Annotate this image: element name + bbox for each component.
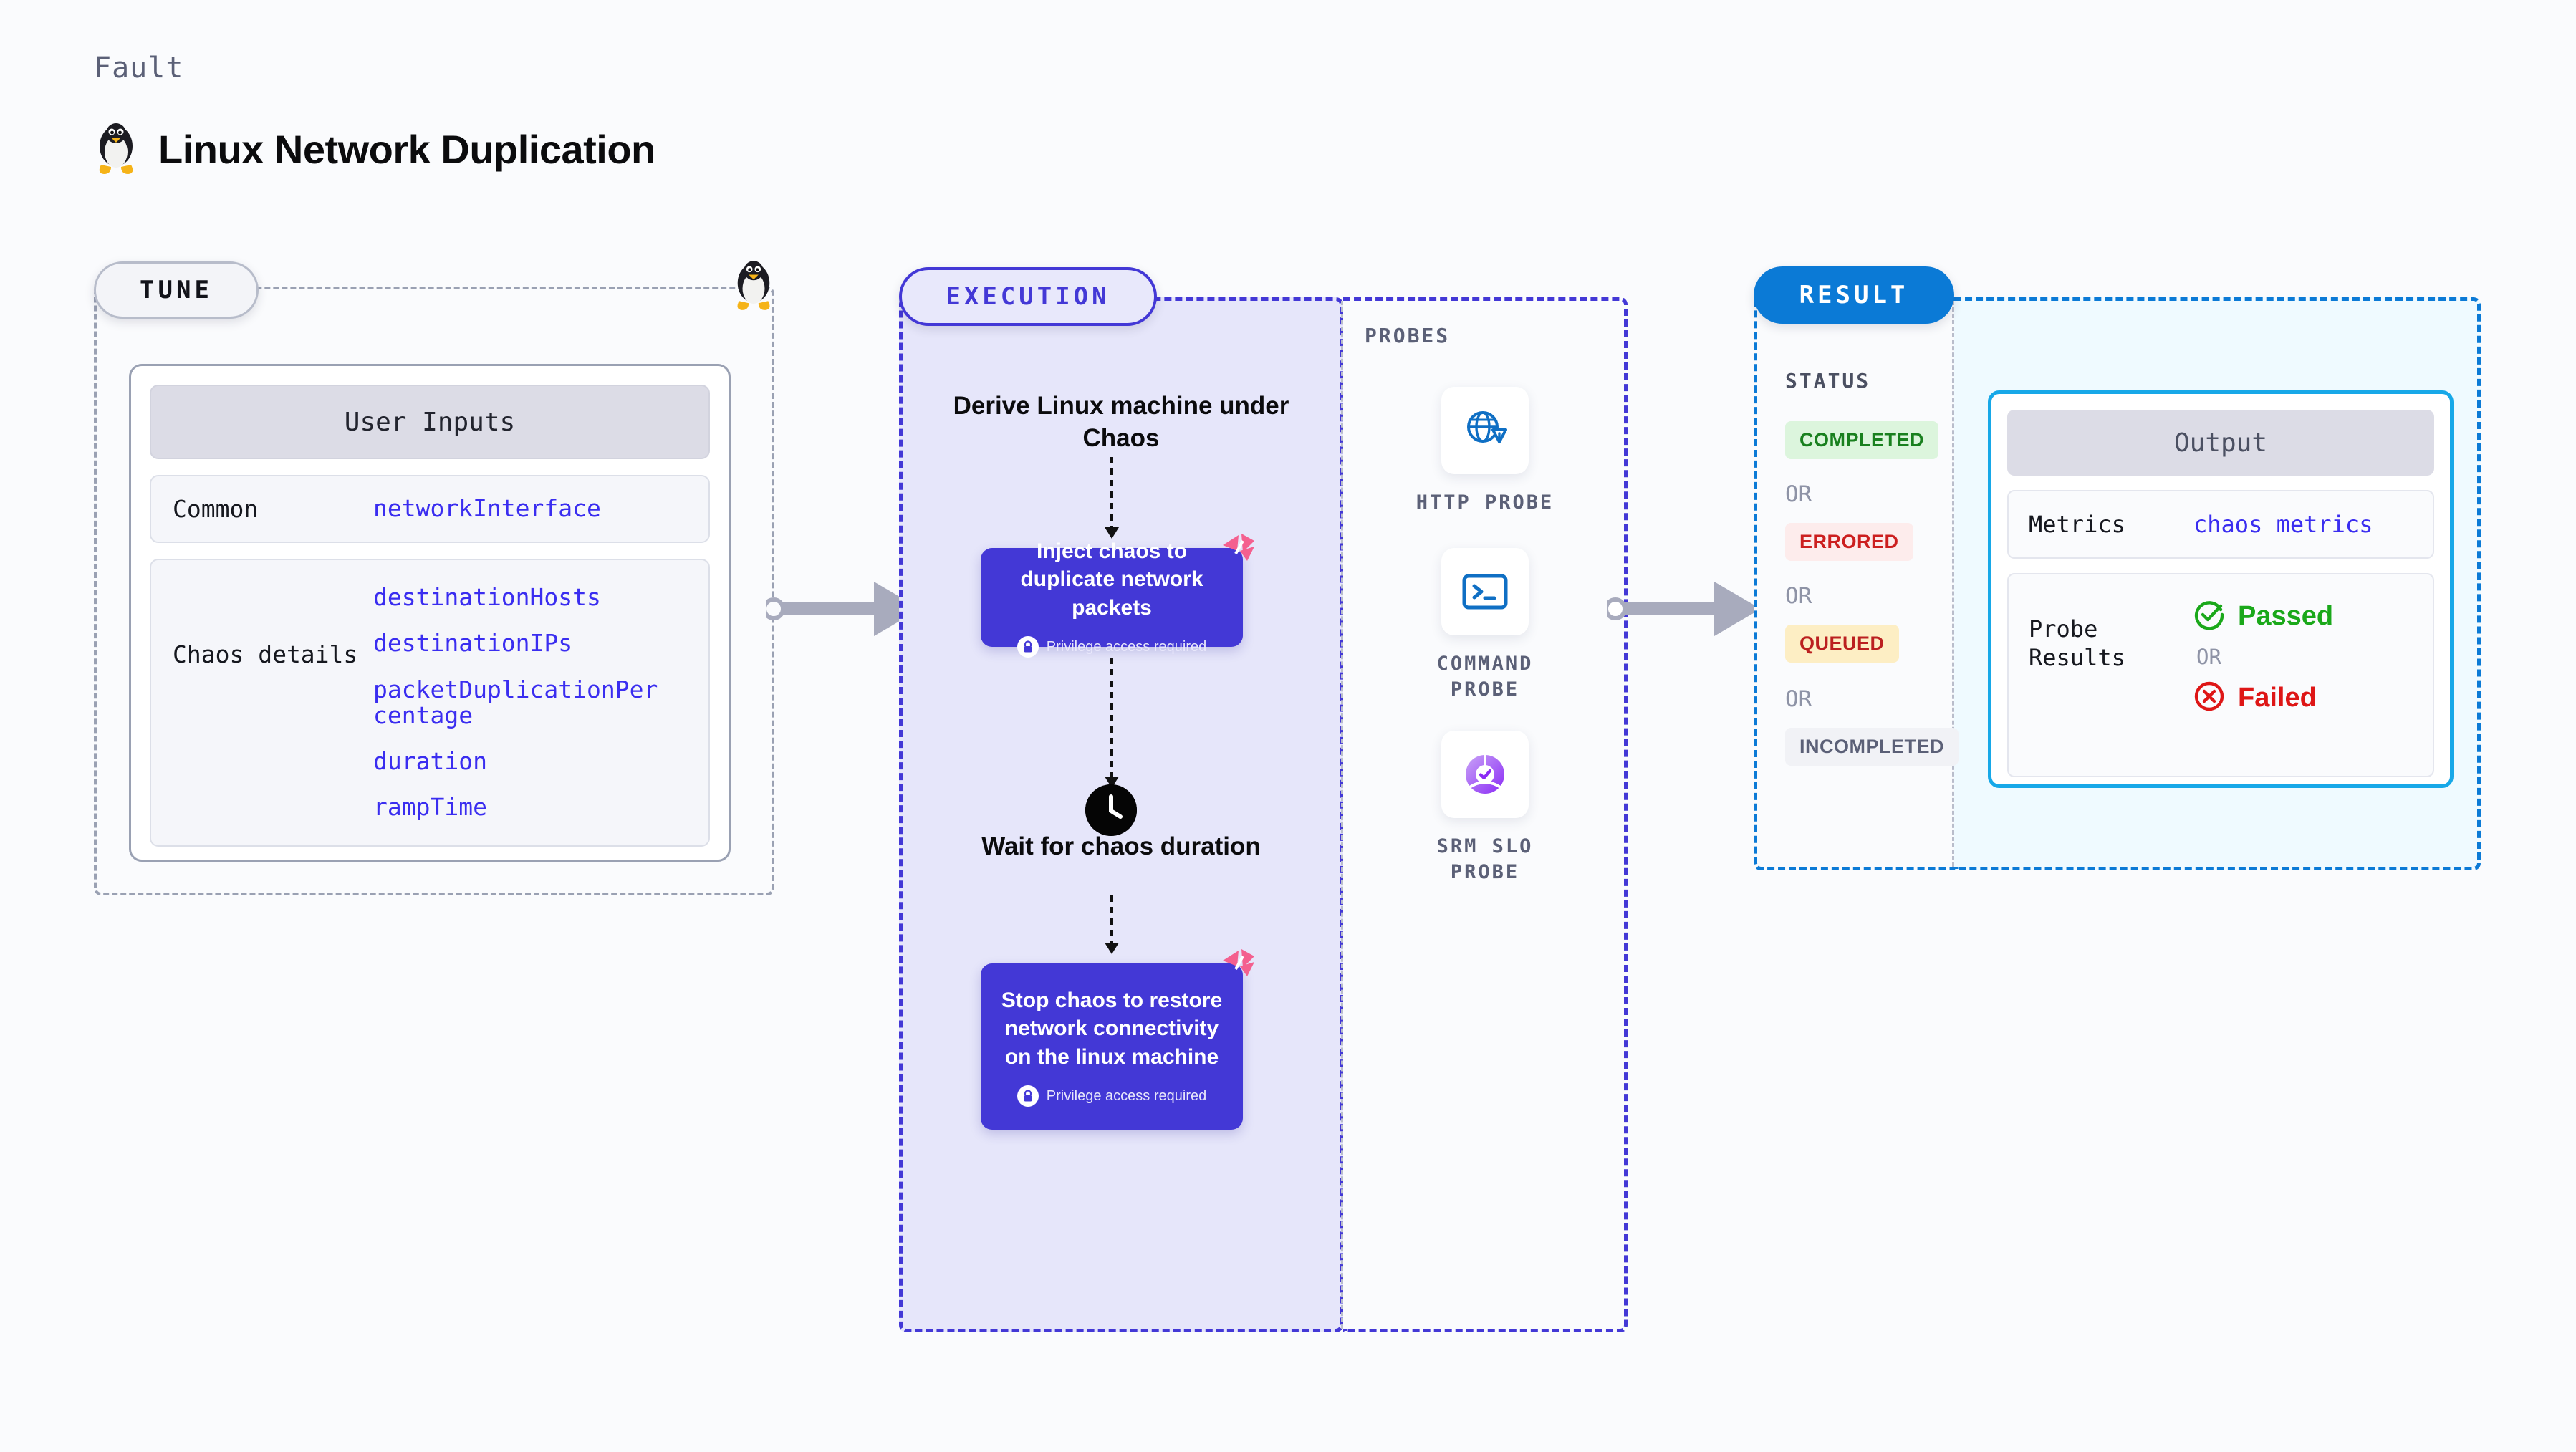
tune-row-common: Common networkInterface <box>150 475 710 543</box>
clock-icon <box>1085 784 1137 836</box>
tune-row-key: Chaos details <box>173 640 358 668</box>
probe-result-failed: Failed <box>2193 681 2333 715</box>
inject-chaos-box[interactable]: Inject chaos to duplicate network packet… <box>981 534 1254 658</box>
probe-http[interactable]: HTTP PROBE <box>1395 387 1575 516</box>
or-separator: OR <box>1785 481 1812 507</box>
privilege-note: Privilege access required <box>1017 1085 1206 1107</box>
tune-param[interactable]: rampTime <box>373 793 487 822</box>
probe-command[interactable]: COMMAND PROBE <box>1395 548 1575 703</box>
passed-label: Passed <box>2238 600 2334 631</box>
tune-param[interactable]: destinationHosts <box>373 583 601 611</box>
status-badge-errored: ERRORED <box>1785 523 1913 561</box>
output-row-metrics: Metrics chaos metrics <box>2007 490 2434 559</box>
derive-step-title: Derive Linux machine under Chaos <box>953 392 1289 452</box>
probe-label: SRM SLO PROBE <box>1436 835 1534 884</box>
output-row-probe-results: Probe Results Passed OR <box>2007 573 2434 777</box>
output-row-key: Probe Results <box>2029 615 2125 671</box>
terminal-icon <box>1441 548 1529 635</box>
tune-param[interactable]: duration <box>373 747 487 776</box>
page-title: Linux Network Duplication <box>94 122 655 176</box>
stop-chaos-box[interactable]: Stop chaos to restore network connectivi… <box>981 949 1254 1130</box>
status-badge-incompleted: INCOMPLETED <box>1785 728 1959 766</box>
or-separator: OR <box>1785 583 1812 609</box>
probe-srm-slo[interactable]: SRM SLO PROBE <box>1395 731 1575 886</box>
status-badge-queued: QUEUED <box>1785 625 1899 663</box>
inject-chaos-text: Inject chaos to duplicate network packet… <box>1020 539 1203 620</box>
probe-result-passed: Passed <box>2193 599 2333 633</box>
status-badge-completed: COMPLETED <box>1785 421 1939 459</box>
status-section-label: STATUS <box>1785 369 1871 393</box>
check-circle-icon <box>2193 599 2225 633</box>
output-card: Output Metrics chaos metrics Probe Resul… <box>1988 390 2454 788</box>
metrics-value[interactable]: chaos metrics <box>2193 511 2373 538</box>
flow-arrow <box>1105 658 1119 788</box>
harness-mark-icon <box>1219 945 1259 989</box>
tune-param[interactable]: networkInterface <box>373 494 601 523</box>
lock-icon <box>1017 636 1039 658</box>
probe-label: COMMAND PROBE <box>1436 653 1534 701</box>
status-region <box>1754 297 1954 870</box>
privilege-note: Privilege access required <box>1017 636 1206 658</box>
flow-arrow <box>1105 895 1119 954</box>
harness-mark-icon <box>1219 529 1259 573</box>
flow-arrow <box>1105 457 1119 539</box>
tune-pill[interactable]: TUNE <box>94 261 259 319</box>
tune-row-chaos-details: Chaos details destinationHosts destinati… <box>150 559 710 847</box>
probe-label: HTTP PROBE <box>1416 491 1554 514</box>
wait-step-title: Wait for chaos duration <box>981 832 1261 860</box>
stop-chaos-text: Stop chaos to restore network connectivi… <box>1001 988 1223 1069</box>
failed-label: Failed <box>2238 682 2317 713</box>
x-circle-icon <box>2193 681 2225 715</box>
privilege-note-text: Privilege access required <box>1046 638 1207 655</box>
tune-param[interactable]: destinationIPs <box>373 629 573 658</box>
execution-pill[interactable]: EXECUTION <box>899 267 1157 326</box>
privilege-note-text: Privilege access required <box>1046 1087 1207 1104</box>
page-title-text: Linux Network Duplication <box>158 126 655 172</box>
or-separator: OR <box>1785 686 1812 712</box>
output-row-key: Metrics <box>2029 511 2125 538</box>
lock-icon <box>1017 1085 1039 1107</box>
user-inputs-title: User Inputs <box>150 385 710 459</box>
result-pill[interactable]: RESULT <box>1754 266 1954 324</box>
user-inputs-card: User Inputs Common networkInterface Chao… <box>129 364 731 862</box>
or-separator: OR <box>2196 645 2221 669</box>
slo-donut-check-icon <box>1441 731 1529 818</box>
output-title: Output <box>2007 410 2434 476</box>
tune-param[interactable]: packetDuplicationPercentage <box>373 675 658 729</box>
probes-section-label: PROBES <box>1365 324 1451 347</box>
linux-penguin-icon <box>732 259 775 312</box>
globe-warning-icon <box>1441 387 1529 474</box>
linux-penguin-icon <box>94 122 138 176</box>
fault-kicker: Fault <box>94 52 184 85</box>
tune-row-key: Common <box>173 495 259 523</box>
